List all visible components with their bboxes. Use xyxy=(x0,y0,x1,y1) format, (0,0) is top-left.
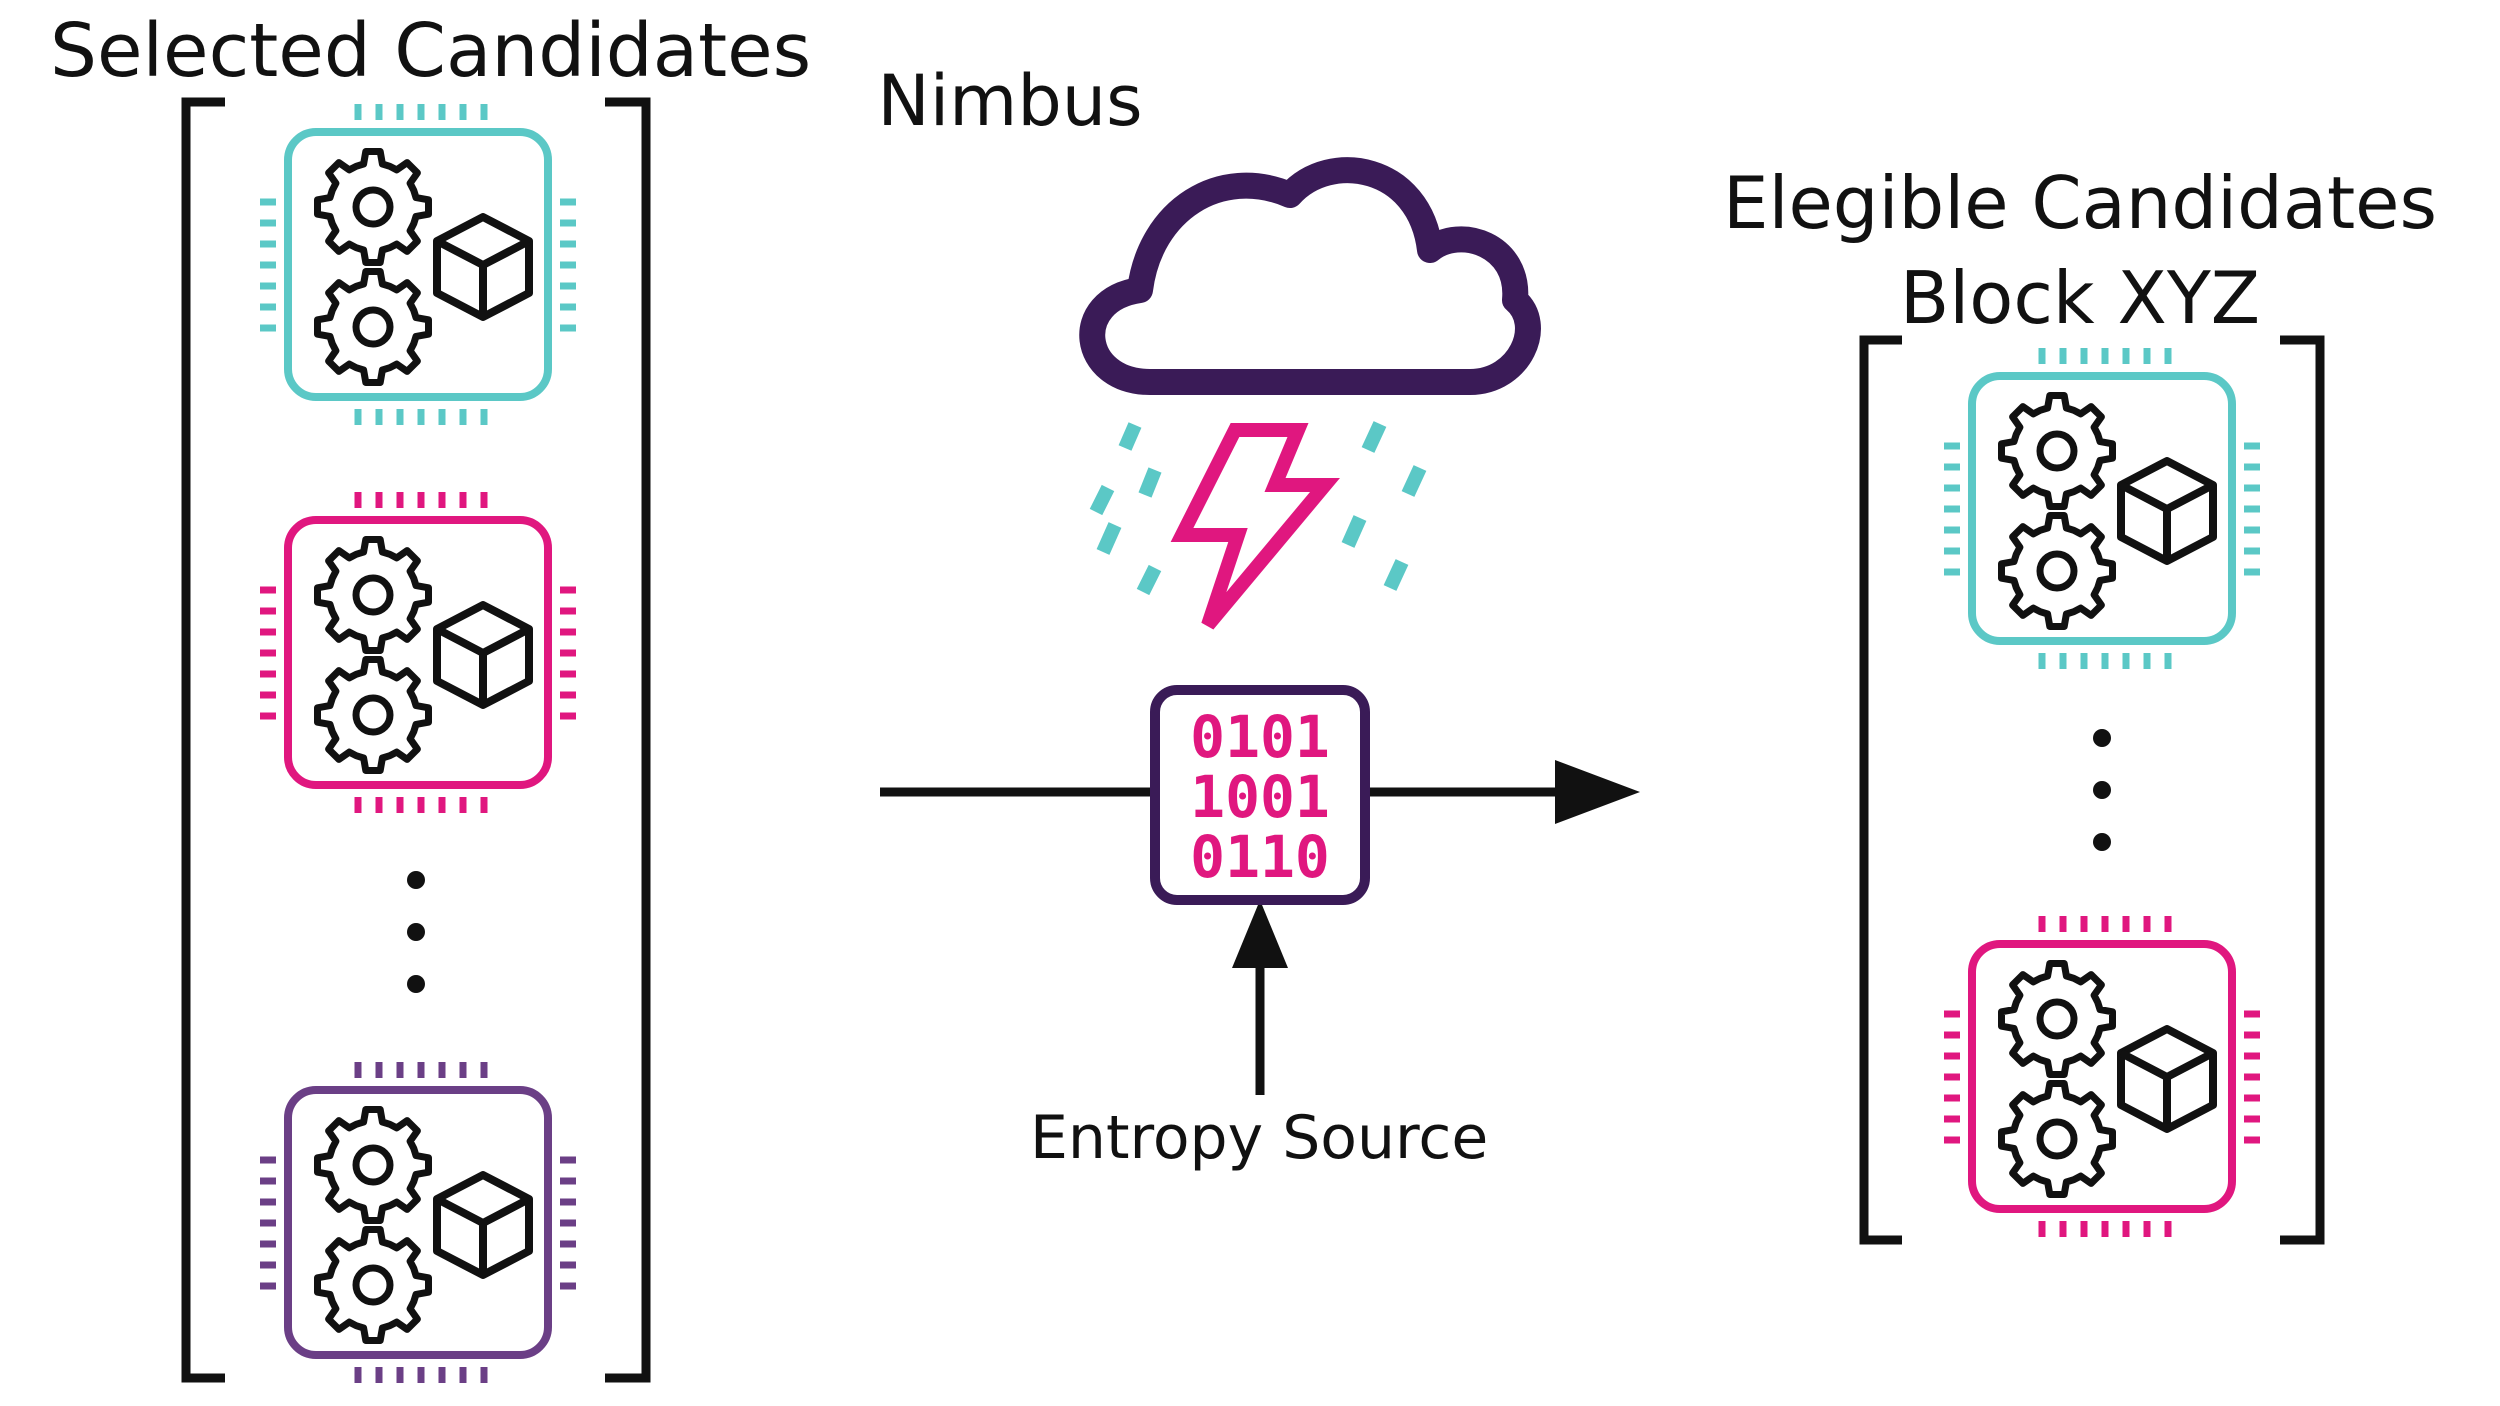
cloud-icon xyxy=(1079,157,1541,395)
elegible-candidates-title: Elegible Candidates Block XYZ xyxy=(1700,156,2460,346)
chip-pins xyxy=(260,1062,576,1383)
candidate-chip xyxy=(260,492,576,813)
output-arrow xyxy=(880,760,1640,824)
cube-icon xyxy=(2121,461,2213,561)
binary-row-3: 0110 xyxy=(1190,823,1330,891)
binary-row-1: 0101 xyxy=(1190,703,1330,771)
gear-icon xyxy=(314,656,432,774)
gear-icon xyxy=(1998,512,2116,630)
nimbus-title: Nimbus xyxy=(0,66,2500,136)
right-bracket xyxy=(1859,335,2325,1245)
right-chip-stack xyxy=(1944,348,2260,1237)
left-chip-stack xyxy=(260,104,576,1383)
entropy-arrow xyxy=(1232,900,1288,1095)
cube-icon xyxy=(437,217,529,317)
binary-chip-icon: 0101 1001 0110 xyxy=(1150,685,1370,905)
elegible-candidates-label: Elegible Candidates xyxy=(1723,161,2437,245)
candidate-chip xyxy=(1944,348,2260,669)
cube-icon xyxy=(2121,1029,2213,1129)
block-label: Block XYZ xyxy=(1899,256,2261,341)
gear-icon xyxy=(1998,392,2116,510)
entropy-source-label: Entropy Source xyxy=(1030,1103,1489,1173)
left-bracket xyxy=(181,97,651,1383)
right-ellipsis xyxy=(2093,729,2111,851)
left-ellipsis xyxy=(407,871,425,993)
cube-icon xyxy=(437,1175,529,1275)
gear-icon xyxy=(314,268,432,386)
gear-icon xyxy=(1998,1080,2116,1198)
nimbus-label: Nimbus xyxy=(877,60,1143,142)
chip-pins xyxy=(260,492,576,813)
gear-icon xyxy=(314,1106,432,1224)
candidate-chip xyxy=(1944,916,2260,1237)
gear-icon xyxy=(314,148,432,266)
selected-candidates-title: Selected Candidates xyxy=(50,8,812,94)
gear-icon xyxy=(1998,960,2116,1078)
chip-pins xyxy=(1944,348,2260,669)
binary-row-2: 1001 xyxy=(1190,763,1330,831)
chip-pins xyxy=(260,104,576,425)
rain-icon xyxy=(1089,421,1427,596)
cube-icon xyxy=(437,605,529,705)
gear-icon xyxy=(314,1226,432,1344)
candidate-chip xyxy=(260,1062,576,1383)
gear-icon xyxy=(314,536,432,654)
chip-pins xyxy=(1944,916,2260,1237)
lightning-icon xyxy=(1170,423,1340,630)
candidate-chip xyxy=(260,104,576,425)
